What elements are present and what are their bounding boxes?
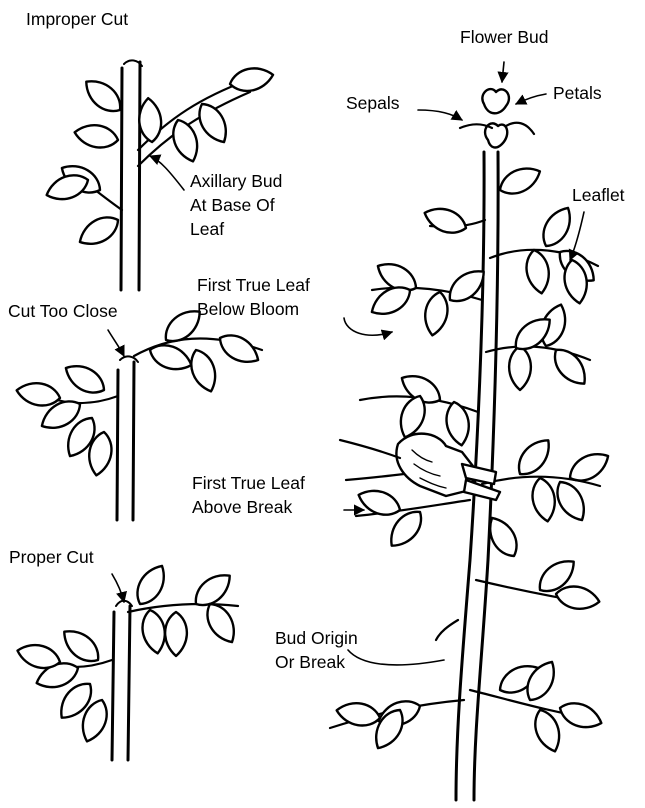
label-below-bloom-line-2: Below Bloom — [197, 299, 299, 319]
label-proper-cut: Proper Cut — [9, 547, 94, 567]
label-sepals: Sepals — [346, 93, 400, 113]
label-cut-too-close: Cut Too Close — [8, 301, 118, 321]
label-axillary-bud-line-2: At Base Of — [190, 195, 275, 215]
label-bud-origin-or-break: Bud Origin Or Break — [275, 628, 363, 672]
label-above-break-line-1: First True Leaf — [192, 473, 305, 493]
label-axillary-bud-line-1: Axillary Bud — [190, 171, 282, 191]
improper-cut-leaves — [43, 64, 275, 251]
label-leaflet: Leaflet — [572, 185, 625, 205]
rose-stem-leaves — [335, 162, 614, 756]
proper-cut-sketch — [15, 560, 242, 760]
label-axillary-bud: Axillary Bud At Base Of Leaf — [190, 171, 287, 239]
label-improper-cut: Improper Cut — [26, 9, 128, 29]
label-flower-bud: Flower Bud — [460, 27, 549, 47]
label-bud-origin-line-1: Bud Origin — [275, 628, 358, 648]
cut-too-close-leaves — [15, 303, 264, 477]
label-first-true-leaf-above-break: First True Leaf Above Break — [192, 473, 310, 517]
label-bud-origin-line-2: Or Break — [275, 652, 345, 672]
rose-stem-sketch — [330, 89, 614, 800]
label-first-true-leaf-below-bloom: First True Leaf Below Bloom — [197, 275, 315, 319]
label-axillary-bud-line-3: Leaf — [190, 219, 224, 239]
label-above-break-line-2: Above Break — [192, 497, 292, 517]
label-below-bloom-line-1: First True Leaf — [197, 275, 310, 295]
flower-bud-drawing — [460, 89, 534, 147]
label-petals: Petals — [553, 83, 602, 103]
